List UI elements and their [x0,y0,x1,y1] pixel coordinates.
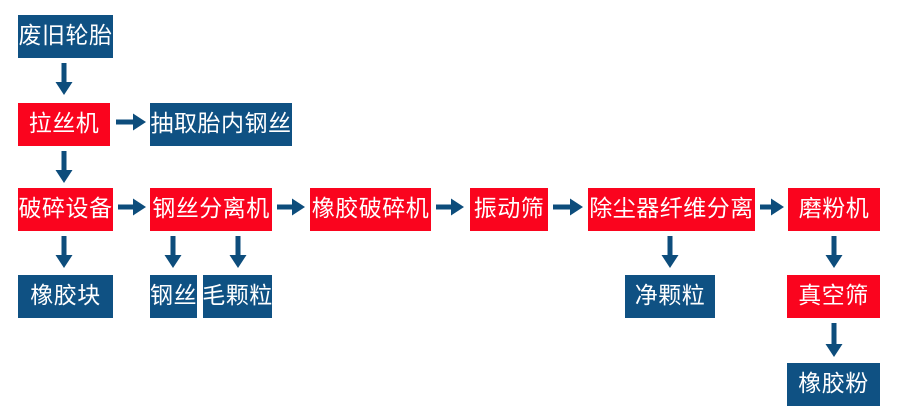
node-label: 橡胶破碎机 [311,196,430,222]
node-rubber-block[interactable]: 橡胶块 [18,275,113,318]
node-label: 破碎设备 [18,196,113,222]
node-waste-tire[interactable]: 废旧轮胎 [18,15,113,58]
arrow-down-icon [226,236,250,268]
node-milling-machine[interactable]: 磨粉机 [788,188,880,231]
node-steel-wire[interactable]: 钢丝 [150,275,197,318]
node-label: 毛颗粒 [202,283,273,309]
node-label: 橡胶块 [30,283,101,309]
arrow-right-icon [118,195,146,219]
arrow-right-icon [116,110,146,134]
node-hairy-granule[interactable]: 毛颗粒 [202,275,273,318]
arrow-down-icon [161,236,185,268]
node-dust-fiber-separator[interactable]: 除尘器纤维分离 [588,188,755,231]
node-vacuum-screen[interactable]: 真空筛 [787,275,880,318]
node-label: 磨粉机 [798,196,870,222]
arrow-right-icon [760,195,784,219]
node-label: 橡胶粉 [798,371,869,397]
arrow-right-icon [553,195,583,219]
node-label: 钢丝 [150,283,197,309]
arrow-down-icon [52,63,76,95]
node-rubber-crusher[interactable]: 橡胶破碎机 [310,188,431,231]
node-label: 抽取胎内钢丝 [150,111,292,137]
arrow-down-icon [52,236,76,268]
node-label: 废旧轮胎 [18,23,113,49]
node-wire-drawing-machine[interactable]: 拉丝机 [18,103,110,146]
node-crushing-equipment[interactable]: 破碎设备 [18,188,113,231]
node-extract-bead-wire[interactable]: 抽取胎内钢丝 [150,103,292,146]
node-clean-granule[interactable]: 净颗粒 [625,275,715,318]
arrow-down-icon [658,236,682,268]
node-label: 拉丝机 [28,111,100,137]
node-label: 钢丝分离机 [152,196,270,222]
arrow-down-icon [822,236,846,268]
node-rubber-powder[interactable]: 橡胶粉 [787,363,880,406]
node-label: 振动筛 [473,196,545,222]
arrow-right-icon [436,195,464,219]
node-label: 除尘器纤维分离 [589,196,754,222]
node-label: 真空筛 [798,283,869,309]
node-label: 净颗粒 [634,283,706,309]
arrow-right-icon [277,195,305,219]
arrow-down-icon [822,323,846,357]
node-wire-separator[interactable]: 钢丝分离机 [150,188,272,231]
arrow-down-icon [52,151,76,183]
node-vibrating-screen[interactable]: 振动筛 [470,188,548,231]
